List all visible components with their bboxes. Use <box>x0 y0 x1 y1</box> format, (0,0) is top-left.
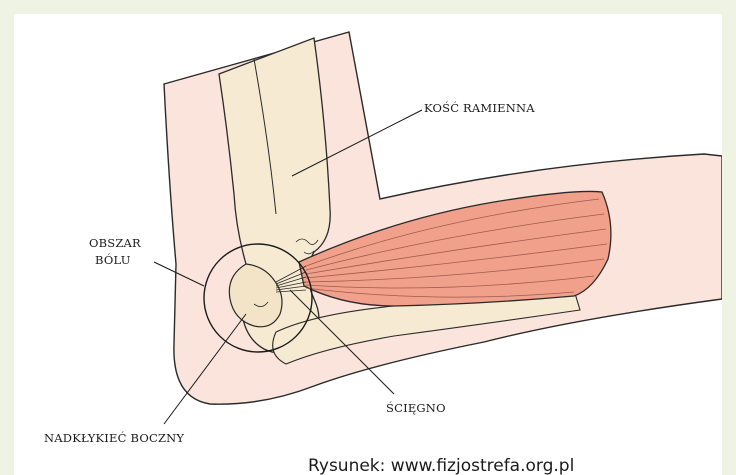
label-pain-area-line2: BÓLU <box>95 253 131 267</box>
diagram-frame: KOŚĆ RAMIENNA OBSZAR BÓLU NADKŁYKIEĆ BOC… <box>14 14 722 475</box>
figure-credit: Rysunek: www.fizjostrefa.org.pl <box>308 456 574 475</box>
label-lateral-epicondyle: NADKŁYKIEĆ BOCZNY <box>44 431 184 445</box>
label-tendon: ŚCIĘGNO <box>386 401 446 415</box>
label-pain-area-line1: OBSZAR <box>89 236 141 250</box>
elbow-diagram: KOŚĆ RAMIENNA OBSZAR BÓLU NADKŁYKIEĆ BOC… <box>14 14 722 475</box>
label-humerus: KOŚĆ RAMIENNA <box>424 101 535 115</box>
